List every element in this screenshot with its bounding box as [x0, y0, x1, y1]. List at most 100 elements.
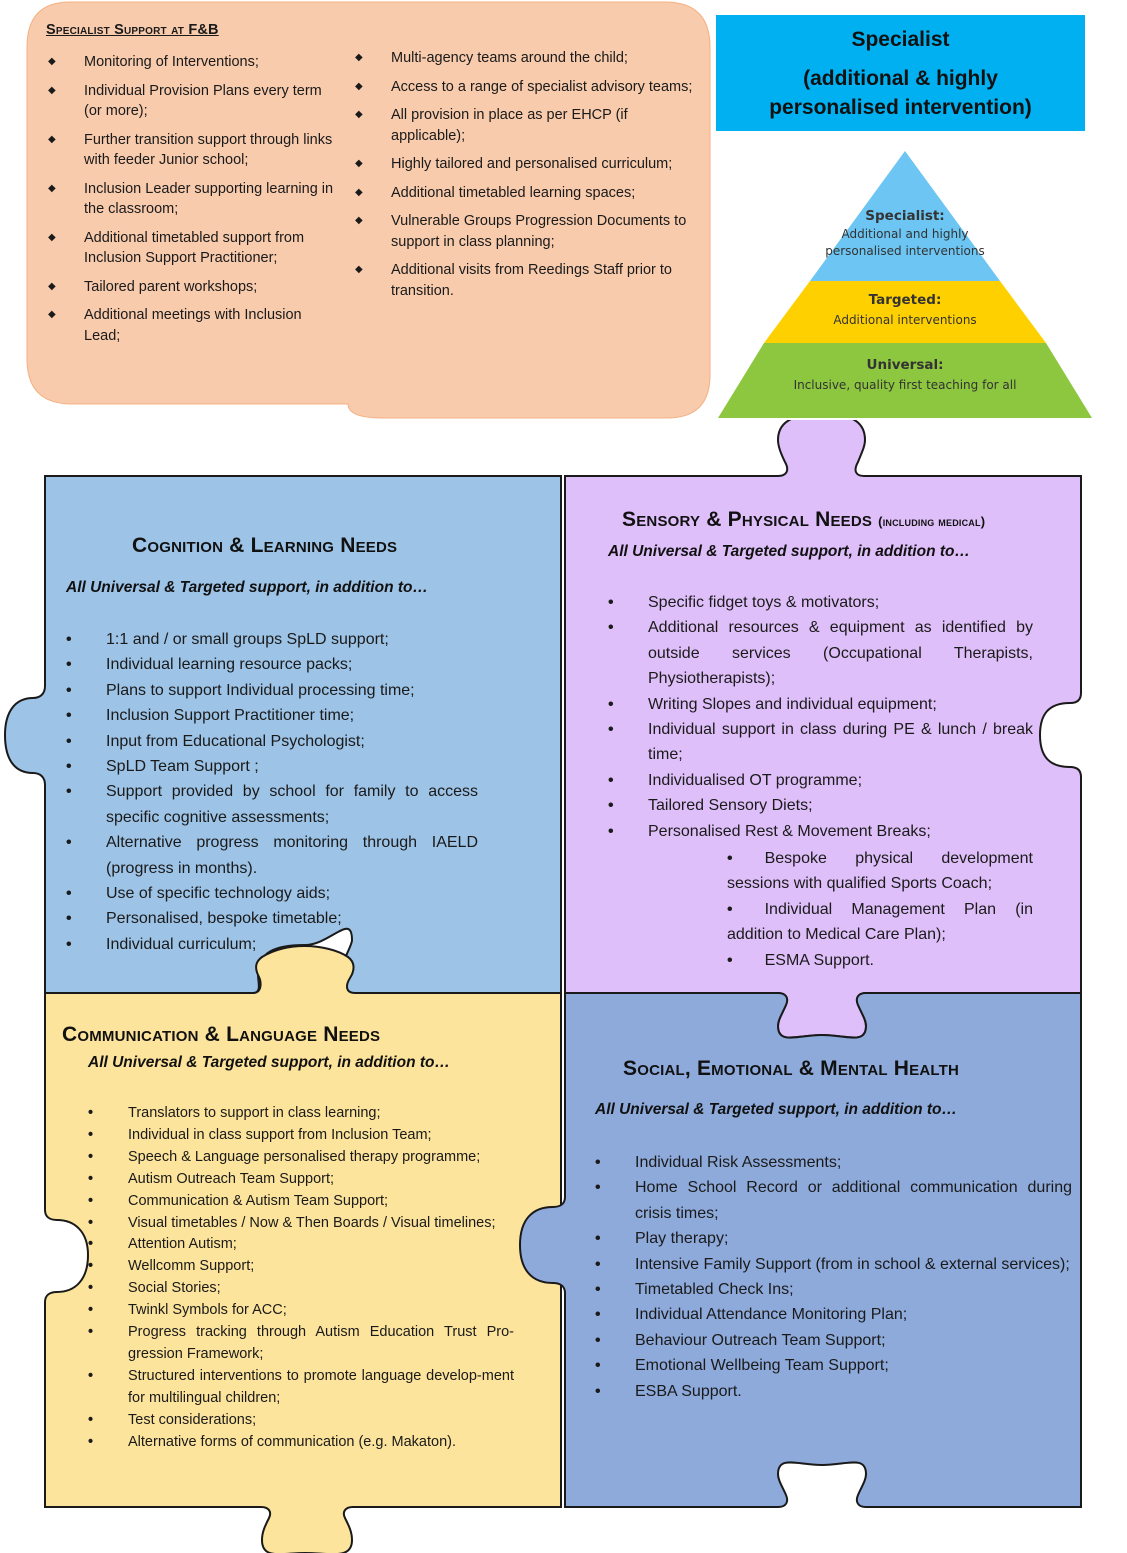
communication-item-text: Translators to support in class learning…: [128, 1105, 381, 1121]
bullet-icon: •: [727, 900, 733, 918]
social-item: •Home School Record or additional commun…: [595, 1175, 1072, 1226]
specialist-support-item: ◆Highly tailored and personalised curric…: [353, 154, 698, 175]
needs-puzzle: [3, 420, 1082, 1553]
pyramid-specialist-heading: Specialist:: [865, 208, 945, 224]
specialist-support-title: Specialist Support at F&B: [46, 22, 219, 38]
communication-item: •Individual in class support from Inclus…: [88, 1125, 514, 1147]
specialist-header: Specialist (additional & highly personal…: [716, 15, 1085, 131]
diamond-bullet-icon: ◆: [355, 186, 363, 198]
communication-item: •Speech & Language personalised therapy …: [88, 1147, 514, 1169]
sensory-item: •Individualised OT programme;: [608, 768, 1033, 793]
communication-item: • Social Stories;: [88, 1278, 514, 1300]
sensory-title-note: (including medical): [878, 514, 986, 529]
bullet-icon: •: [608, 822, 614, 840]
bullet-icon: •: [595, 1255, 601, 1273]
specialist-support-item-text: Individual Provision Plans every term (o…: [84, 82, 322, 120]
pyramid-universal-line1: Inclusive, quality first teaching for al…: [793, 378, 1017, 392]
specialist-support-list-left: ◆Monitoring of Interventions;◆Individual…: [46, 52, 336, 354]
communication-item-text: Wellcomm Support;: [128, 1258, 255, 1275]
puzzle-piece-communication: [44, 944, 562, 1553]
communication-item-text: Individual in class support from Inclusi…: [128, 1126, 432, 1143]
support-pyramid: Specialist: Additional and highly person…: [718, 150, 1092, 420]
bullet-icon: •: [66, 783, 72, 801]
pyramid-specialist-line2: personalised interventions: [825, 244, 985, 258]
bullet-icon: •: [88, 1214, 94, 1231]
sensory-item: •Specific fidget toys & motivators;: [608, 590, 1033, 615]
sensory-item-text: Additional resources & equipment as iden…: [648, 619, 1033, 688]
bullet-icon: •: [88, 1280, 94, 1297]
social-item-text: Timetabled Check Ins;: [635, 1281, 794, 1299]
social-item-text: Individual Risk Assessments;: [635, 1154, 842, 1171]
communication-item-text: Social Stories;: [128, 1280, 221, 1297]
specialist-header-subtitle: (additional & highly personalised interv…: [769, 66, 1032, 119]
cognition-item: •Input from Educational Psychologist;: [66, 729, 478, 754]
bullet-icon: •: [66, 910, 72, 928]
sensory-sub-item: •Bespoke physical development sessions w…: [727, 846, 1033, 897]
pyramid-specialist-line1: Additional and highly: [841, 227, 969, 241]
specialist-header-title: Specialist: [851, 27, 950, 51]
sensory-sub-item-text: ESMA Support.: [764, 951, 874, 969]
sensory-item-text: Writing Slopes and individual equipment;: [648, 695, 937, 713]
specialist-support-item-text: Additional timetabled learning spaces;: [391, 184, 636, 201]
sensory-item-text: Personalised Rest & Movement Breaks;: [648, 822, 931, 840]
diamond-bullet-icon: ◆: [48, 84, 56, 96]
specialist-support-item: ◆Multi-agency teams around the child;: [353, 48, 698, 69]
sensory-sub-item: •Individual Management Plan (in addition…: [727, 897, 1033, 948]
sensory-item-text: Specific fidget toys & motivators;: [648, 594, 880, 611]
sensory-item: •Additional resources & equipment as ide…: [608, 615, 1033, 691]
specialist-support-item: ◆Additional timetabled support from Incl…: [46, 228, 336, 269]
pyramid-tier-targeted: [764, 281, 1046, 343]
bullet-icon: •: [88, 1433, 94, 1450]
sensory-list: •Specific fidget toys & motivators;•Addi…: [608, 590, 1033, 844]
bullet-icon: •: [595, 1306, 601, 1324]
bullet-icon: •: [88, 1148, 94, 1165]
cognition-item-text: 1:1 and / or small groups SpLD support;: [106, 631, 389, 648]
bullet-icon: •: [66, 631, 72, 648]
cognition-item: •Individual curriculum;: [66, 932, 478, 957]
cognition-item: •Plans to support Individual processing …: [66, 678, 478, 703]
social-item: •Play therapy;: [595, 1226, 1072, 1251]
specialist-support-item-text: Vulnerable Groups Progression Documents …: [391, 213, 687, 250]
diamond-bullet-icon: ◆: [355, 80, 363, 92]
bullet-icon: •: [595, 1331, 601, 1349]
bullet-icon: •: [66, 758, 72, 776]
sensory-item-text: Individual support in class during PE & …: [648, 721, 1033, 764]
bullet-icon: •: [88, 1170, 94, 1187]
bullet-icon: •: [727, 951, 733, 969]
diamond-bullet-icon: ◆: [355, 109, 363, 120]
communication-item: •Visual timetables / Now & Then Boards /…: [88, 1213, 514, 1235]
communication-title: Communication & Language Needs: [62, 1023, 381, 1046]
puzzle-piece-social: [518, 992, 1082, 1508]
bullet-icon: •: [66, 935, 72, 953]
bullet-icon: •: [727, 850, 733, 867]
pyramid-universal-text: Universal: Inclusive, quality first teac…: [765, 357, 1045, 392]
social-item: • Individual Attendance Monitoring Plan;: [595, 1302, 1072, 1327]
sensory-sub-item-text: Individual Management Plan (in addition …: [727, 900, 1033, 944]
pyramid-specialist-text: Specialist: Additional and highly person…: [805, 208, 1005, 258]
social-item-text: Emotional Wellbeing Team Support;: [635, 1357, 889, 1375]
diamond-bullet-icon: ◆: [355, 158, 363, 169]
specialist-support-item: ◆ Additional timetabled learning spaces;: [353, 183, 698, 204]
cognition-item: •Alternative progress monitoring through…: [66, 830, 478, 881]
social-item-text: Home School Record or additional communi…: [635, 1179, 1072, 1222]
communication-item: •Progress tracking through Autism Educat…: [88, 1322, 514, 1366]
specialist-support-item: ◆Further transition support through link…: [46, 130, 336, 171]
bullet-icon: •: [66, 707, 72, 725]
social-item-text: Behaviour Outreach Team Support;: [635, 1331, 886, 1349]
bullet-icon: •: [595, 1154, 601, 1171]
bullet-icon: •: [66, 885, 72, 903]
cognition-item: • 1:1 and / or small groups SpLD support;: [66, 627, 478, 652]
social-item-text: Individual Attendance Monitoring Plan;: [635, 1306, 908, 1324]
cognition-item-text: SpLD Team Support ;: [106, 758, 259, 776]
diamond-bullet-icon: ◆: [355, 215, 363, 226]
communication-item: •Autism Outreach Team Support;: [88, 1169, 514, 1191]
bullet-icon: •: [66, 656, 72, 674]
social-item-text: Play therapy;: [635, 1230, 729, 1248]
communication-item: •Communication & Autism Team Support;: [88, 1191, 514, 1213]
communication-item: •Wellcomm Support;: [88, 1256, 514, 1278]
sensory-title-text: Sensory & Physical Needs: [622, 508, 873, 531]
cognition-title: Cognition & Learning Needs: [132, 534, 398, 557]
specialist-support-item: ◆Additional visits from Reedings Staff p…: [353, 260, 698, 301]
communication-item-text: Progress tracking through Autism Educati…: [128, 1324, 514, 1362]
cognition-item: •Inclusion Support Practitioner time;: [66, 703, 478, 728]
